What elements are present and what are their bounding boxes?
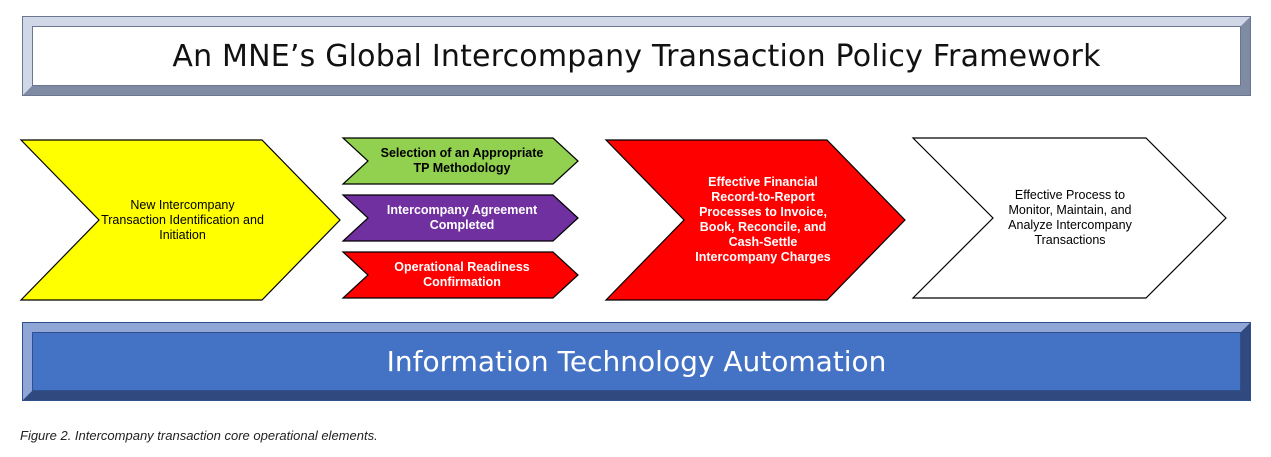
step2a-chevron [341,137,579,185]
title-banner-inner: An MNE’s Global Intercompany Transaction… [32,26,1241,86]
step1-chevron [19,139,341,301]
step2c-label: Operational Readiness Confirmation [394,260,530,289]
step3-chevron [604,139,906,301]
it-automation-label: Information Technology Automation [386,345,887,378]
step2c-chevron [341,251,579,299]
step4-label: Effective Process to Monitor, Maintain, … [1008,188,1132,247]
title-banner: An MNE’s Global Intercompany Transaction… [23,17,1250,95]
it-automation-banner: Information Technology Automation [23,323,1250,400]
step1-label: New Intercompany Transaction Identificat… [101,197,264,242]
it-automation-inner: Information Technology Automation [32,332,1241,391]
step2b-chevron [341,194,579,242]
step2a-label: Selection of an Appropriate TP Methodolo… [380,146,544,175]
step4-chevron [911,137,1227,299]
step2b-label: Intercompany Agreement Completed [386,203,538,232]
diagram-title: An MNE’s Global Intercompany Transaction… [172,38,1101,74]
figure-caption: Figure 2. Intercompany transaction core … [20,428,378,443]
step3-label: Effective Financial Record-to-Report Pro… [695,175,831,264]
